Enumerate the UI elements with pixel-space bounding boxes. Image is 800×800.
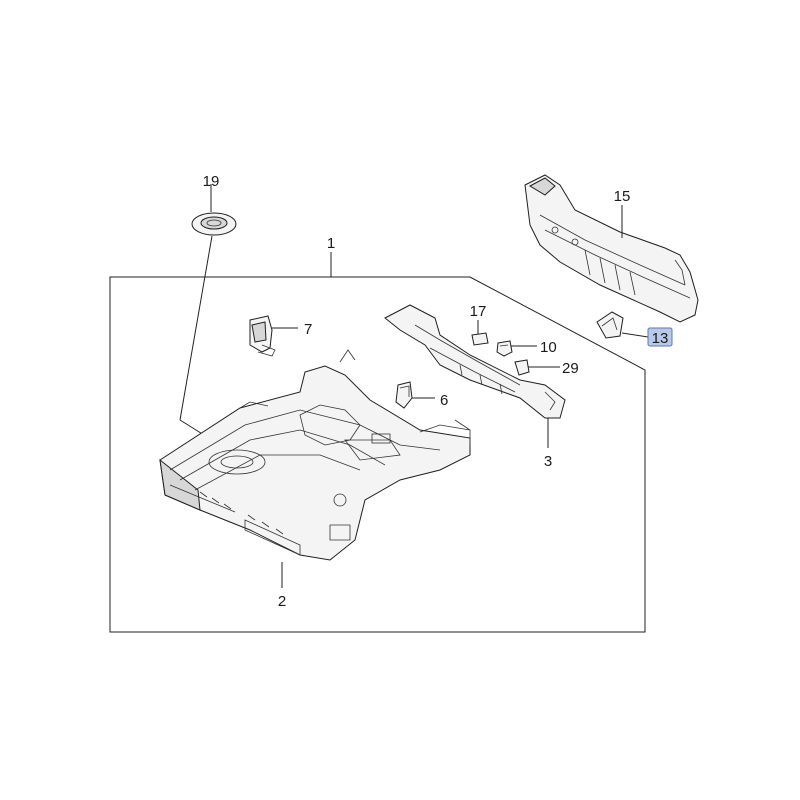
leader-13 bbox=[621, 332, 649, 338]
part-7-bracket[interactable] bbox=[249, 315, 276, 357]
part-17-plate[interactable] bbox=[471, 332, 489, 346]
callout-13-highlight bbox=[647, 327, 673, 347]
part-2-rear-floor-panel[interactable] bbox=[159, 349, 471, 561]
callout-29[interactable]: 29 bbox=[562, 360, 579, 377]
part-10-clip[interactable] bbox=[496, 340, 513, 357]
part-29-clip[interactable] bbox=[514, 359, 530, 376]
part-6-bracket[interactable] bbox=[395, 381, 413, 409]
part-19-plug[interactable] bbox=[191, 212, 237, 236]
callout-7[interactable]: 7 bbox=[304, 321, 312, 338]
part-13-bracket[interactable] bbox=[596, 311, 624, 339]
callout-1[interactable]: 1 bbox=[327, 235, 335, 252]
callout-17[interactable]: 17 bbox=[470, 303, 487, 320]
callout-13[interactable]: 13 bbox=[652, 330, 669, 347]
callout-2[interactable]: 2 bbox=[278, 593, 286, 610]
callout-19[interactable]: 19 bbox=[203, 173, 220, 190]
part-3-crossmember[interactable] bbox=[384, 304, 566, 419]
callout-3[interactable]: 3 bbox=[544, 453, 552, 470]
callout-6[interactable]: 6 bbox=[440, 392, 448, 409]
callout-15[interactable]: 15 bbox=[614, 188, 631, 205]
callout-10[interactable]: 10 bbox=[540, 339, 557, 356]
leader-19-down bbox=[179, 235, 213, 421]
assembly-frame bbox=[109, 276, 646, 633]
part-15-rear-panel[interactable] bbox=[524, 174, 699, 323]
